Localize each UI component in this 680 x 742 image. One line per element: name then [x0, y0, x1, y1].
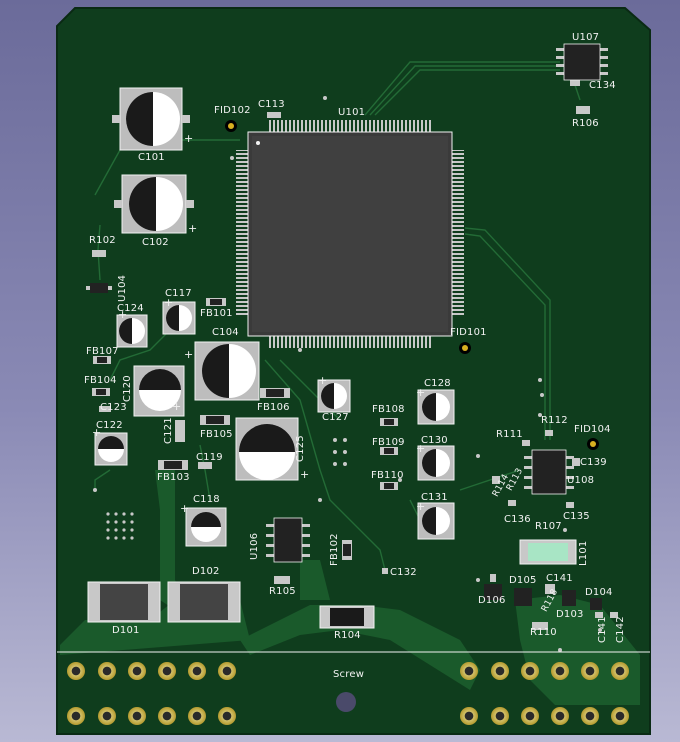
label-u106: U106: [249, 532, 260, 560]
svg-text:+: +: [92, 426, 101, 439]
svg-text:+: +: [318, 374, 327, 387]
svg-text:+: +: [118, 308, 127, 321]
label-c142: C142: [615, 616, 626, 643]
label-c124: C124: [117, 303, 144, 314]
label-c130: C130: [421, 435, 448, 446]
mcu-u101: [236, 120, 464, 348]
label-fid101: FID101: [450, 327, 487, 338]
label-r107: R107: [535, 521, 562, 532]
svg-text:+: +: [416, 442, 425, 455]
svg-text:+: +: [300, 468, 309, 481]
label-u108: U108: [567, 475, 595, 486]
label-c119: C119: [196, 452, 223, 463]
label-c122: C122: [96, 420, 123, 431]
label-c101: C101: [138, 152, 165, 163]
label-d101: D101: [112, 625, 140, 636]
svg-text:+: +: [164, 296, 173, 309]
svg-text:+: +: [188, 222, 197, 235]
label-fb108: FB108: [372, 404, 405, 415]
label-c121: C121: [163, 417, 174, 444]
label-c125: C125: [295, 435, 306, 462]
label-fb107: FB107: [86, 346, 119, 357]
smd-passives: [86, 80, 618, 630]
label-c123: C123: [100, 402, 127, 413]
label-fb102: FB102: [329, 533, 340, 566]
svg-text:+: +: [184, 348, 193, 361]
label-c113: C113: [258, 99, 285, 110]
label-c139: C139: [580, 457, 607, 468]
label-r112: R112: [541, 415, 568, 426]
label-c132: C132: [390, 567, 417, 578]
svg-text:+: +: [184, 132, 193, 145]
electrolytic-capacitors: [94, 87, 455, 547]
label-c128: C128: [424, 378, 451, 389]
label-c117: C117: [165, 288, 192, 299]
label-c120: C120: [122, 375, 133, 402]
screw-hole: [336, 692, 356, 712]
fiducials: [225, 120, 599, 450]
label-c141-b: C141: [597, 616, 608, 643]
label-c102: C102: [142, 237, 169, 248]
label-fb101: FB101: [200, 308, 233, 319]
board-outline: [56, 7, 651, 735]
svg-text:+: +: [180, 502, 189, 515]
label-r106: R106: [572, 118, 599, 129]
label-r104: R104: [334, 630, 361, 641]
vias: [93, 96, 602, 652]
label-c104: C104: [212, 327, 239, 338]
label-d102: D102: [192, 566, 220, 577]
label-d104: D104: [585, 587, 613, 598]
header-pads: [67, 662, 629, 725]
label-c127: C127: [322, 412, 349, 423]
label-fb103: FB103: [157, 472, 190, 483]
label-c136: C136: [504, 514, 531, 525]
power-parts: [87, 539, 602, 629]
label-c134: C134: [589, 80, 616, 91]
label-u107: U107: [572, 32, 600, 43]
svg-text:+: +: [416, 500, 425, 513]
label-fb106: FB106: [257, 402, 290, 413]
label-c131: C131: [421, 492, 448, 503]
label-fb109: FB109: [372, 437, 405, 448]
label-screw: Screw: [333, 669, 365, 680]
label-r110: R110: [530, 627, 557, 638]
svg-text:+: +: [172, 400, 181, 413]
ic-packages: [266, 43, 608, 563]
label-l101: L101: [578, 540, 589, 566]
label-d106: D106: [478, 595, 506, 606]
label-fb104: FB104: [84, 375, 117, 386]
polarity-marks: + + + + + + + + + + + + +: [92, 132, 425, 515]
label-fid102: FID102: [214, 105, 251, 116]
label-u104: U104: [117, 274, 128, 302]
label-c141: C141: [546, 573, 573, 584]
label-fb105: FB105: [200, 429, 233, 440]
label-u101: U101: [338, 107, 366, 118]
label-c118: C118: [193, 494, 220, 505]
label-r102: R102: [89, 235, 116, 246]
label-c135: C135: [563, 511, 590, 522]
svg-text:+: +: [416, 386, 425, 399]
label-r105: R105: [269, 586, 296, 597]
label-fb110: FB110: [371, 470, 404, 481]
label-d105: D105: [509, 575, 537, 586]
label-d103: D103: [556, 609, 584, 620]
label-fid104: FID104: [574, 424, 611, 435]
label-r111: R111: [496, 429, 523, 440]
